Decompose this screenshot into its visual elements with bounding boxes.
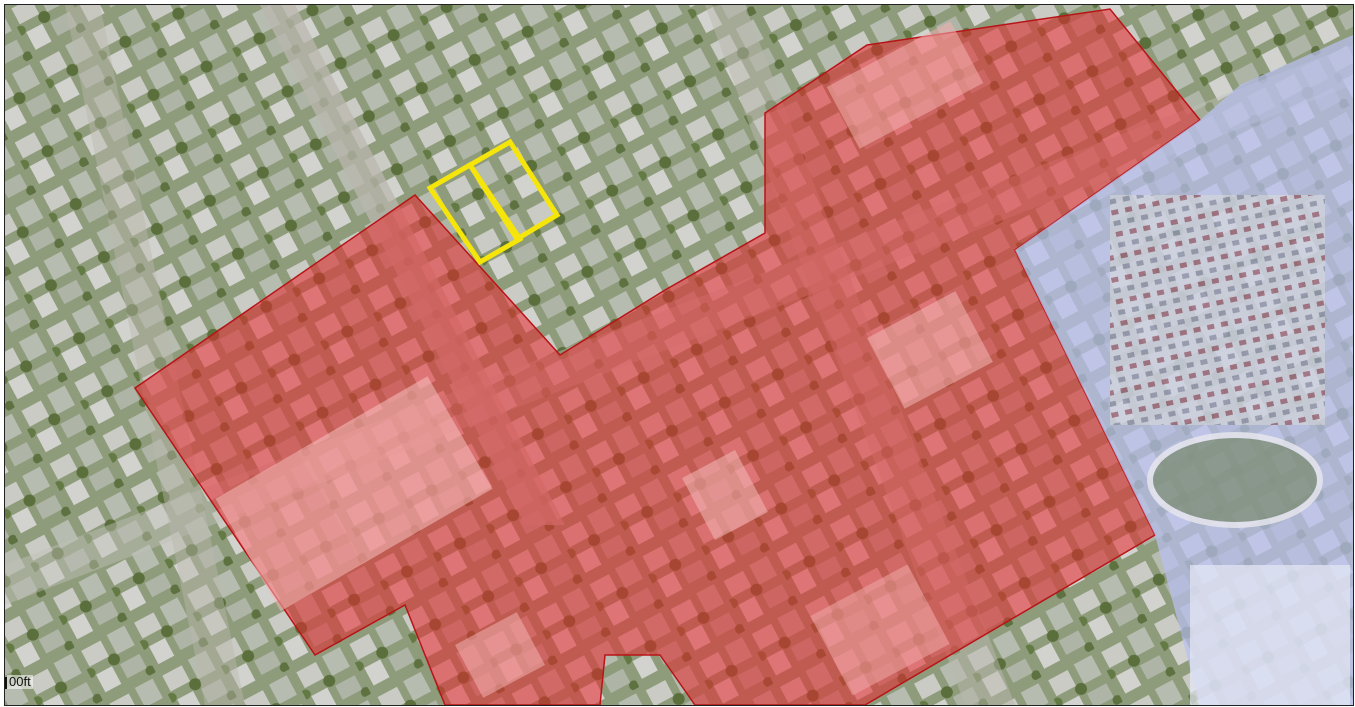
street bbox=[65, 5, 245, 705]
map-view[interactable]: 00ft bbox=[4, 4, 1354, 706]
red-zone-buildings bbox=[215, 21, 993, 698]
selected-parcel-2[interactable] bbox=[466, 138, 561, 243]
track-field bbox=[1147, 432, 1323, 528]
building-roof bbox=[1190, 565, 1350, 705]
selected-parcels[interactable] bbox=[426, 138, 561, 266]
scale-bar-label: 00ft bbox=[7, 674, 33, 689]
aerial-map-canvas[interactable] bbox=[5, 5, 1353, 705]
parking-lot bbox=[1110, 195, 1325, 425]
scale-bar-tick bbox=[5, 677, 7, 689]
map-scale-bar: 00ft bbox=[5, 675, 33, 689]
